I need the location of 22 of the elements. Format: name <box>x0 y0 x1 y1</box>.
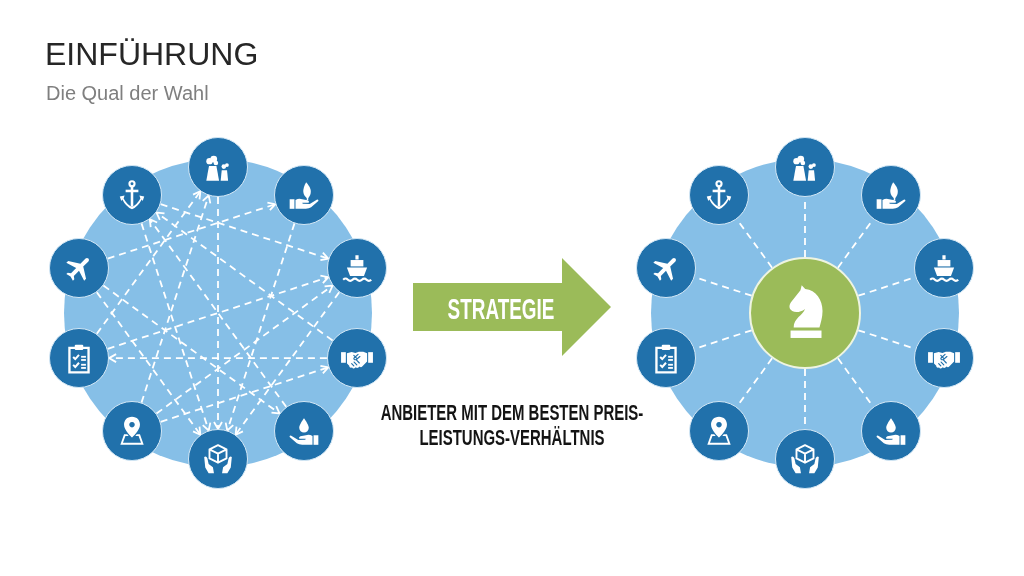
dashed-arrow <box>106 201 277 260</box>
dashed-arrow <box>148 218 288 408</box>
dashed-arrow <box>159 203 330 262</box>
dashed-arrow <box>102 284 281 415</box>
summary-text: ANBIETER MIT DEM BESTEN PREIS-LEISTUNGS-VERHÄLTNIS <box>379 400 645 450</box>
dashed-arrow <box>95 190 202 335</box>
slide-subtitle: Die Qual der Wahl <box>46 81 209 105</box>
dashed-arrow <box>155 211 334 342</box>
dashed-arrow <box>155 284 334 415</box>
dashed-arrow <box>213 196 223 430</box>
slide-title: EINFÜHRUNG <box>45 35 259 74</box>
block-arrow <box>413 258 611 356</box>
dashed-arrow <box>224 222 296 432</box>
dashed-arrow <box>106 274 330 350</box>
dashed-arrow <box>159 364 330 423</box>
dashed-arrow <box>234 291 341 436</box>
dashed-arrow <box>140 194 212 404</box>
dashed-arrow <box>140 222 212 432</box>
dashed-arrow <box>95 291 202 436</box>
arrow-label: STRATEGIE <box>447 292 555 326</box>
dashed-arrow <box>108 353 328 363</box>
anchor-icon <box>102 164 163 225</box>
